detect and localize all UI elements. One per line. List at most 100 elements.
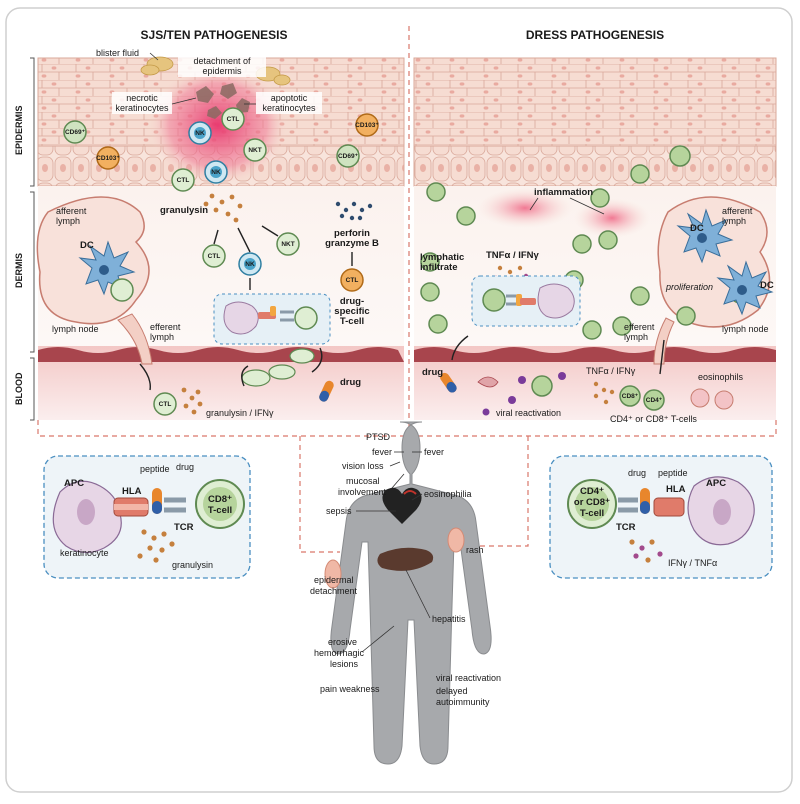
- sjs-epidermal-cells: CD69⁺ CD103⁺ NK CTL NKT CTL NK CD103⁺ CD…: [63, 107, 379, 192]
- dc-left: [78, 240, 136, 296]
- cd69-cell-left: CD69⁺: [63, 120, 87, 144]
- cd8-cell-blood: CD8⁺: [619, 385, 641, 407]
- inset-right-peptide: peptide: [658, 468, 688, 478]
- nk-cell-epi: NK: [188, 121, 212, 145]
- delayed-l2: autoimmunity: [436, 697, 490, 707]
- apoptotic-label: apoptotic keratinocytes: [244, 92, 322, 114]
- inset-dress: CD4⁺ or CD8⁺ T-cell drug peptide HLA APC…: [549, 455, 773, 579]
- erosive-l1: erosive: [328, 637, 357, 647]
- inset-right-or-cd8: or CD8⁺: [574, 497, 610, 508]
- ctl-dermis: CTL: [202, 244, 226, 268]
- nk-cell-epi-2: NK: [204, 160, 228, 184]
- lymph-node-label-left: lymph node: [52, 324, 99, 334]
- inset-right-tcr: TCR: [616, 522, 636, 533]
- drug-capsule-inset-left: [152, 488, 162, 514]
- necrotic-label: necrotic keratinocytes: [112, 92, 197, 114]
- svg-text:NKT: NKT: [281, 241, 294, 248]
- inset-left-tcr: TCR: [174, 522, 194, 533]
- ctl-cell-epi-2: CTL: [171, 168, 195, 192]
- liver-icon: [377, 547, 434, 571]
- efferent-l1: efferent: [150, 322, 181, 332]
- inset-right-cd4: CD4⁺: [580, 486, 604, 497]
- efferent-l2: lymph: [150, 332, 174, 342]
- cd4-cd8-label: CD4⁺ or CD8⁺ T-cells: [610, 414, 697, 424]
- cd69-cell-right: CD69⁺: [336, 144, 360, 168]
- afferent-r2: lymph: [722, 216, 746, 226]
- svg-text:apoptotic: apoptotic: [271, 93, 308, 103]
- inset-right-cytokine-dots: [629, 539, 663, 563]
- inset-right-drug: drug: [628, 468, 646, 478]
- proliferation-label: proliferation: [665, 282, 713, 292]
- sjs-blood: CTL granulysin / IFNγ drug: [139, 347, 361, 418]
- hepatitis-label: hepatitis: [432, 614, 466, 624]
- erosive-l2: hemorrhagic: [314, 648, 365, 658]
- dc-label-left: DC: [80, 240, 94, 251]
- svg-text:CD69⁺: CD69⁺: [338, 153, 359, 160]
- rash-label: rash: [466, 545, 484, 555]
- detachment-label: detachment of epidermis: [178, 55, 266, 77]
- dress-inflammation-1: [477, 188, 573, 228]
- dc1-label: DC: [690, 223, 704, 234]
- inset-right-tcell: T-cell: [580, 508, 604, 519]
- dress-lymph-node: [657, 196, 771, 328]
- connector-right: [472, 436, 529, 547]
- ptsd-label: PTSD: [366, 432, 391, 442]
- human-body: [330, 421, 492, 765]
- svg-text:detachment of: detachment of: [193, 56, 251, 66]
- sjs-dermis: granulysin perforin granzyme B CTL drug-…: [52, 193, 379, 345]
- blister-fluid-label: blister fluid: [96, 48, 139, 58]
- drug-specific-line2: specific: [334, 306, 369, 317]
- perforin-label: perforin: [334, 228, 370, 239]
- svg-text:CTL: CTL: [208, 253, 221, 260]
- svg-text:keratinocytes: keratinocytes: [262, 103, 316, 113]
- efferent-r1: efferent: [624, 322, 655, 332]
- fever-left-label: fever: [372, 447, 392, 457]
- afferent-r1: afferent: [722, 206, 753, 216]
- perforin-dots: [335, 201, 373, 221]
- erosive-l3: lesions: [330, 659, 359, 669]
- layer-labels: EPIDERMIS DERMIS BLOOD: [14, 57, 35, 421]
- vision-loss-label: vision loss: [342, 461, 384, 471]
- dress-inflammation-2: [574, 198, 650, 238]
- svg-text:NKT: NKT: [248, 147, 261, 154]
- dress-blood: drug viral reactivation TNFα / IFNγ CD8⁺…: [422, 335, 744, 424]
- eosinophilia-label: eosinophilia: [424, 489, 472, 499]
- sjs-header: SJS/TEN PATHOGENESIS: [141, 28, 288, 42]
- nkt-cell-epi: NKT: [243, 138, 267, 162]
- sepsis-label: sepsis: [326, 506, 352, 516]
- drug-capsule-inset-right: [640, 488, 650, 514]
- granulysin-dots: [203, 193, 243, 223]
- drug-specific-line3: T-cell: [340, 316, 364, 327]
- cd103-cell-left: CD103⁺: [96, 146, 120, 170]
- svg-text:keratinocytes: keratinocytes: [115, 103, 169, 113]
- tnf-ifn-label-2: TNFα / IFNγ: [586, 366, 636, 376]
- body-labels: PTSD fever fever vision loss mucosal inv…: [310, 432, 501, 707]
- tnf-ifn-label: TNFα / IFNγ: [486, 250, 540, 261]
- inset-left-drug: drug: [176, 462, 194, 472]
- rash-patch: [447, 527, 465, 553]
- drug-specific-line1: drug-: [340, 296, 364, 307]
- svg-text:CTL: CTL: [227, 116, 240, 123]
- epidermal-l1: epidermal: [314, 575, 354, 585]
- blood-label: BLOOD: [14, 372, 24, 405]
- dc-right-2: [716, 260, 774, 316]
- svg-text:CTL: CTL: [346, 277, 359, 284]
- connector-left: [299, 436, 340, 553]
- drug-capsule-right: [440, 372, 457, 393]
- svg-text:CD8⁺: CD8⁺: [622, 393, 639, 400]
- fever-right-label: fever: [424, 447, 444, 457]
- nk-dermis: NK: [238, 252, 262, 276]
- svg-text:NK: NK: [245, 261, 255, 268]
- inset-left-hla: HLA: [122, 486, 142, 497]
- ctl-cell-epi-1: CTL: [221, 107, 245, 131]
- granzyme-label: granzyme B: [325, 238, 379, 249]
- inset-right-cytokines: IFNγ / TNFα: [668, 558, 717, 568]
- granulysin-label: granulysin: [160, 205, 208, 216]
- inset-left-apc: APC: [64, 478, 84, 489]
- lymphatic-l2: infiltrate: [420, 262, 457, 273]
- viral-reactivation-label: viral reactivation: [496, 408, 561, 418]
- tcell-in-node: [110, 278, 134, 302]
- ctl-blood: CTL: [153, 392, 177, 416]
